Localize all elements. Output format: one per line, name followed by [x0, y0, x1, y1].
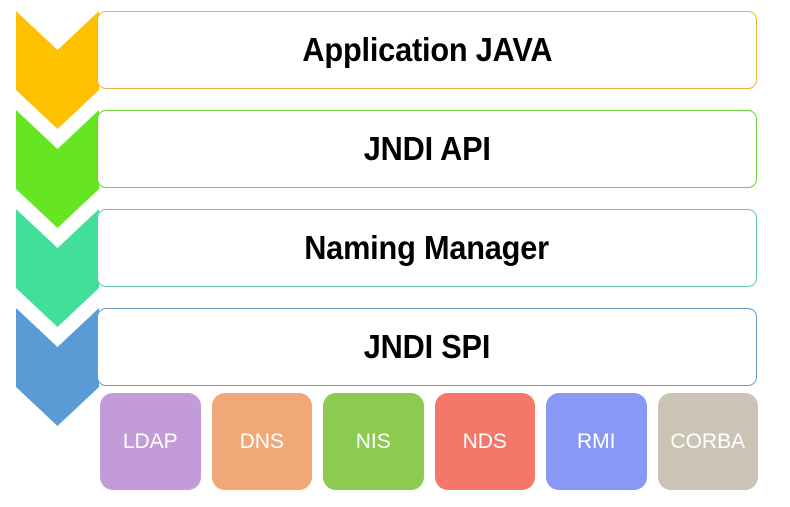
provider-label: LDAP — [122, 429, 178, 453]
provider-box-rmi[interactable]: RMI — [546, 393, 647, 490]
layer-label: Application JAVA — [302, 31, 552, 68]
layer-row-application-java: Application JAVA — [0, 11, 790, 131]
layer-label: JNDI SPI — [363, 328, 491, 365]
layer-label: Naming Manager — [304, 229, 550, 266]
layer-box-jndi-spi[interactable]: JNDI SPI — [97, 308, 757, 386]
provider-label: DNS — [239, 429, 284, 453]
provider-label: NDS — [462, 429, 507, 453]
layer-box-naming-manager[interactable]: Naming Manager — [97, 209, 757, 287]
service-provider-list: LDAP DNS NIS NDS RMI CORBA — [100, 393, 758, 490]
provider-label: NIS — [355, 429, 391, 453]
provider-box-corba[interactable]: CORBA — [657, 393, 758, 490]
layer-box-application-java[interactable]: Application JAVA — [97, 11, 757, 89]
layer-row-jndi-spi: JNDI SPI — [0, 308, 790, 428]
provider-box-ldap[interactable]: LDAP — [100, 393, 201, 490]
provider-label: CORBA — [670, 429, 746, 453]
layer-row-jndi-api: JNDI API — [0, 110, 790, 230]
chevron-down-icon — [16, 308, 99, 426]
provider-box-nds[interactable]: NDS — [434, 393, 535, 490]
provider-box-nis[interactable]: NIS — [323, 393, 424, 490]
layer-row-naming-manager: Naming Manager — [0, 209, 790, 329]
provider-box-dns[interactable]: DNS — [211, 393, 312, 490]
provider-label: RMI — [577, 429, 616, 453]
layer-box-jndi-api[interactable]: JNDI API — [97, 110, 757, 188]
layer-label: JNDI API — [363, 130, 491, 167]
